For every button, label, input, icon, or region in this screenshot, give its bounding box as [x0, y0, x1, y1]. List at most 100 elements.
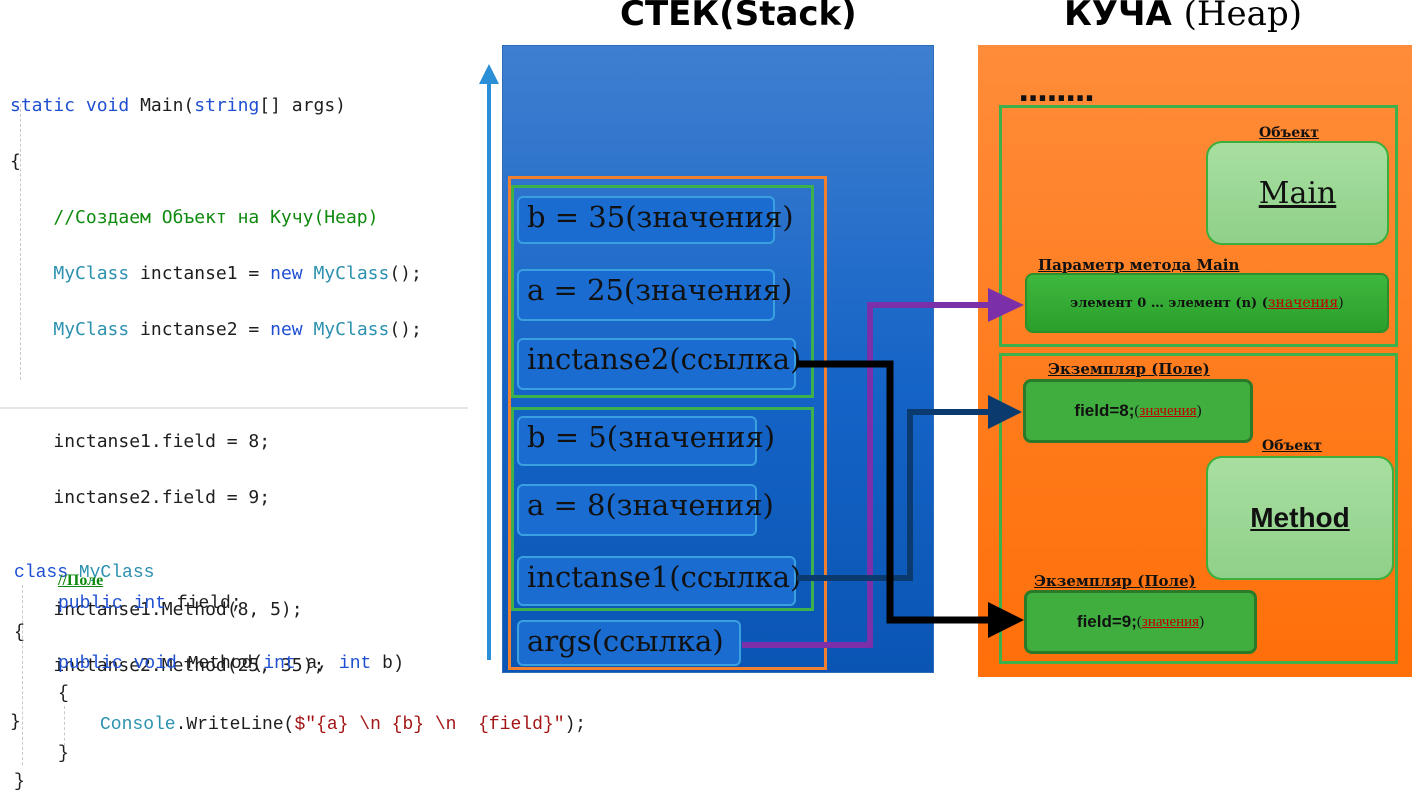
code-line-class-close: } [14, 772, 25, 792]
code-line: inctanse2.field = 9; [10, 484, 422, 512]
heap-title: КУЧА (Heap) [1064, 0, 1302, 34]
code-line: } [10, 711, 21, 732]
field-8-text: field=8; [1074, 401, 1135, 420]
field-9-close: ) [1199, 613, 1205, 630]
object-label-method: Объект [1262, 438, 1322, 454]
indent-guide [22, 585, 24, 765]
code-token: inctanse2.field = 9; [53, 487, 271, 508]
arrow-inctanse2-to-field9 [797, 360, 1024, 638]
code-line: { [10, 151, 21, 172]
field-9-link: значения [1141, 613, 1200, 630]
stack-title: СТЕК(Stack) [620, 0, 857, 34]
code-token: class [14, 563, 69, 583]
heap-frame-instances [999, 353, 1398, 664]
code-string: $"{a} \n {b} \n {field}" [294, 715, 565, 735]
code-token: MyClass [53, 263, 130, 284]
code-token: inctanse2 = [129, 319, 271, 340]
field-box-9: field=9; (значения) [1024, 590, 1257, 654]
code-token: field; [176, 594, 242, 614]
code-line: inctanse2.Method(25, 35); [10, 652, 422, 680]
code-token: MyClass [313, 319, 390, 340]
arrow-args-to-param [742, 288, 1024, 648]
stack-cell-inctanse2: inctanse2(ссылка) [517, 338, 801, 390]
code-token: MyClass [78, 563, 155, 583]
code-line: inctanse1.Method(8, 5); [10, 596, 422, 624]
code-line-field: public int field; [58, 590, 242, 618]
object-main-box: Main [1206, 141, 1389, 245]
code-token: Method( [187, 654, 264, 674]
field-9-open: ( [1136, 613, 1142, 630]
code-token: Main( [140, 95, 195, 116]
code-token: .WriteLine( [175, 715, 295, 735]
field-8-open: ( [1134, 402, 1140, 419]
code-line: MyClass inctanse2 = new MyClass(); [10, 316, 422, 344]
code-divider [0, 407, 468, 409]
heap-title-paren: (Heap) [1183, 0, 1302, 34]
code-token: MyClass [53, 319, 130, 340]
code-line: inctanse1.field = 8; [10, 428, 422, 456]
code-token: public [58, 654, 123, 674]
code-line-method: public void Method(int a, int b) [58, 650, 404, 678]
instance-label-2: Экземпляр (Поле) [1034, 572, 1196, 590]
code-line: MyClass inctanse1 = new MyClass(); [10, 260, 422, 288]
stack-frame-top [511, 185, 814, 398]
code-token: string [194, 95, 260, 116]
object-label-main: Объект [1259, 125, 1319, 141]
code-token: (); [389, 263, 422, 284]
field-comment: //Поле [58, 572, 104, 589]
stack-cell-inctanse1: inctanse1(ссылка) [517, 556, 801, 606]
code-line: { [14, 623, 25, 643]
code-token: [] args) [259, 95, 346, 116]
field-box-8: field=8; (значения) [1023, 379, 1253, 443]
indent-guide [20, 104, 22, 380]
object-method-text: Method [1250, 502, 1350, 533]
main-code-block: static void Main(string[] args) { //Созд… [10, 64, 422, 764]
heap-dots: ........ [1018, 74, 1095, 109]
object-method-box: Method [1206, 456, 1394, 580]
stack-cell-b5: b = 5(значения) [517, 416, 775, 466]
stack-cell-args: args(ссылка) [517, 620, 741, 666]
code-token: MyClass [313, 263, 390, 284]
stack-cell-a25: a = 25(значения) [517, 269, 792, 321]
param-text: элемент 0 … элемент (n) ( [1070, 295, 1268, 311]
code-token: public [58, 594, 123, 614]
instance-label-1: Экземпляр (Поле) [1048, 360, 1210, 378]
code-token: new [270, 263, 303, 284]
code-token: ); [564, 715, 587, 735]
indent-guide [64, 706, 66, 746]
param-box: элемент 0 … элемент (n) (значения) [1025, 273, 1389, 333]
code-token: inctanse1.Method(8, 5); [53, 599, 303, 620]
code-token: void [133, 654, 177, 674]
code-token: int [133, 594, 167, 614]
stack-growth-arrow [479, 64, 499, 660]
object-main-text: Main [1258, 175, 1337, 211]
stack-orange-frame [508, 176, 827, 670]
class-code-block: class MyClass { [14, 528, 154, 678]
code-line-console: Console.WriteLine($"{a} \n {b} \n {field… [100, 711, 586, 739]
code-token: new [270, 319, 303, 340]
param-close: ) [1338, 295, 1344, 311]
code-token: void [85, 95, 130, 116]
code-line-method-close: } [58, 744, 69, 764]
field-9-text: field=9; [1076, 612, 1137, 631]
param-link: значения [1267, 295, 1339, 311]
code-token: (); [389, 319, 422, 340]
code-token: int [263, 654, 296, 674]
code-token: b) [382, 654, 404, 674]
code-token: inctanse1.field = 8; [53, 431, 271, 452]
code-line-class: class MyClass [14, 558, 154, 588]
code-token: static [10, 95, 76, 116]
stack-cell-b35: b = 35(значения) [517, 196, 794, 244]
code-line-main-signature: static void Main(string[] args) [10, 92, 422, 120]
heap-title-word: КУЧА [1064, 0, 1172, 34]
field-8-close: ) [1196, 402, 1202, 419]
code-comment: //Создаем Объект на Кучу(Heap) [53, 207, 379, 228]
code-token: Console [100, 715, 176, 735]
code-token: inctanse1 = [129, 263, 271, 284]
code-token: int [338, 654, 372, 674]
code-line-comment: //Создаем Объект на Кучу(Heap) [10, 204, 422, 232]
stack-frame-bottom [511, 407, 814, 611]
heap-frame-main [999, 105, 1398, 347]
stack-cell-a8: a = 8(значения) [517, 484, 774, 536]
